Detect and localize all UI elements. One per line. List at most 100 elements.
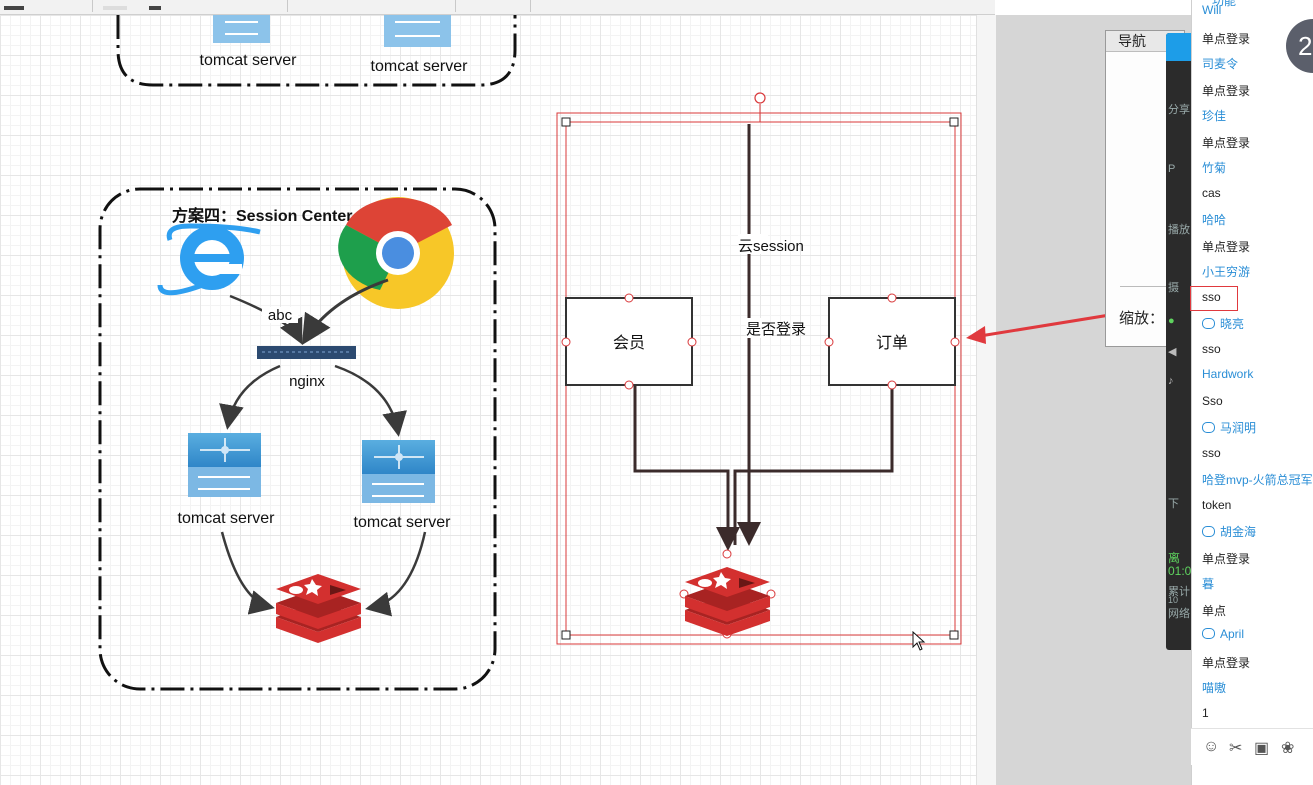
chat-message-text: sso bbox=[1202, 290, 1221, 304]
chat-sender-name[interactable]: April bbox=[1202, 627, 1244, 641]
edge-member-redis[interactable] bbox=[633, 386, 740, 551]
chat-sender-label: 胡金海 bbox=[1220, 525, 1257, 539]
ie-browser-icon[interactable] bbox=[157, 223, 261, 296]
toolbar-button[interactable] bbox=[149, 0, 161, 10]
chat-message-text: 单点登录 bbox=[1202, 656, 1251, 670]
chat-sender-label: 司麦令 bbox=[1202, 57, 1239, 71]
cloud-session-label: 云session bbox=[738, 238, 804, 255]
chat-sender-label: April bbox=[1220, 627, 1245, 641]
diagram: tomcat server tomcat server 方案四：Session … bbox=[98, 15, 962, 691]
tomcat-server-icon[interactable] bbox=[362, 440, 435, 503]
chat-sender-label: 暮 bbox=[1202, 577, 1215, 591]
redis-icon[interactable] bbox=[276, 574, 361, 643]
group-container-session-center[interactable] bbox=[98, 187, 497, 691]
smile-icon[interactable]: ☺ bbox=[1203, 738, 1220, 755]
speaker-icon[interactable]: ◀ bbox=[1168, 346, 1177, 358]
chat-message-text: token bbox=[1202, 498, 1232, 512]
status-text: 离 bbox=[1168, 551, 1181, 565]
chat-toolbar: ☺ ✂ ▣ ❀ bbox=[1191, 728, 1313, 765]
wechat-icon bbox=[1202, 628, 1215, 639]
zoom-label: 缩放： bbox=[1119, 310, 1165, 327]
chat-sender-name[interactable]: Hardwork bbox=[1202, 367, 1253, 381]
chat-sender-name[interactable]: 暮 bbox=[1202, 575, 1214, 592]
switch-icon[interactable] bbox=[213, 15, 270, 43]
group-title: 方案四：Session Center bbox=[172, 206, 353, 225]
chat-message-text: sso bbox=[1202, 342, 1221, 356]
chat-sender-name[interactable]: 晓亮 bbox=[1202, 315, 1244, 332]
nginx-label: nginx bbox=[289, 373, 325, 390]
chat-message-text: 单点登录 bbox=[1202, 552, 1251, 566]
chat-sender-label: 晓亮 bbox=[1220, 317, 1245, 331]
side-item[interactable]: 摄 bbox=[1168, 282, 1179, 294]
stat-text: 累计 bbox=[1168, 586, 1190, 598]
canvas-scrollbar[interactable] bbox=[976, 15, 997, 785]
chat-sender-label: 马润明 bbox=[1220, 421, 1257, 435]
group-container-top[interactable] bbox=[116, 15, 517, 87]
edge-nginx-server-right[interactable] bbox=[334, 364, 407, 437]
image-icon[interactable]: ▣ bbox=[1254, 740, 1270, 757]
chat-sender-label: 喵嗷 bbox=[1202, 681, 1227, 695]
music-icon[interactable]: ♪ bbox=[1168, 375, 1174, 387]
chat-sender-label: 哈登mvp-火箭总冠军 bbox=[1202, 473, 1313, 487]
scissors-icon[interactable]: ✂ bbox=[1229, 740, 1243, 757]
chat-message-text: cas bbox=[1202, 186, 1221, 200]
edge-nginx-server-left[interactable] bbox=[219, 364, 281, 430]
edge-server-redis-right[interactable] bbox=[365, 531, 427, 617]
toolbar bbox=[0, 0, 995, 15]
chat-sender-label: 哈哈 bbox=[1202, 213, 1227, 227]
chat-sender-name[interactable]: 喵嗷 bbox=[1202, 679, 1226, 696]
chat-sender-label: Hardwork bbox=[1202, 367, 1254, 381]
logged-in-label: 是否登录 bbox=[746, 321, 806, 338]
edge-chrome-nginx[interactable] bbox=[301, 278, 389, 346]
selection-outer-border bbox=[556, 112, 962, 645]
server-label: tomcat server bbox=[354, 514, 452, 531]
tomcat-server-icon[interactable] bbox=[188, 433, 261, 497]
toolbar-divider bbox=[92, 0, 93, 12]
switch-icon[interactable] bbox=[384, 15, 451, 47]
chat-sender-name[interactable]: 哈登mvp-火箭总冠军 bbox=[1202, 471, 1313, 488]
microphone-icon[interactable]: ● bbox=[1168, 315, 1175, 327]
diagram-canvas[interactable] bbox=[0, 15, 976, 785]
toolbar-button[interactable] bbox=[4, 0, 24, 10]
chat-sender-name[interactable]: 小王穷游 bbox=[1202, 263, 1250, 280]
chat-sender-name[interactable]: 马润明 bbox=[1202, 419, 1256, 436]
rotate-handle[interactable] bbox=[754, 92, 766, 104]
divider bbox=[1120, 286, 1182, 287]
toolbar-divider bbox=[455, 0, 456, 12]
chat-message-text: 单点登录 bbox=[1202, 240, 1251, 254]
chat-sender-label: 珍佳 bbox=[1202, 109, 1227, 123]
side-item[interactable]: P bbox=[1168, 163, 1176, 175]
order-box-label: 订单 bbox=[876, 334, 908, 352]
flower-icon[interactable]: ❀ bbox=[1281, 740, 1295, 757]
chat-message-text: 单点 bbox=[1202, 604, 1227, 618]
resize-handles[interactable] bbox=[561, 117, 959, 640]
chat-message-text: Sso bbox=[1202, 394, 1223, 408]
server-label: tomcat server bbox=[200, 52, 298, 69]
chat-message-text: sso bbox=[1202, 446, 1221, 460]
toolbar-button[interactable] bbox=[103, 0, 127, 10]
wechat-icon bbox=[1202, 526, 1215, 537]
chat-sender-name[interactable]: 哈哈 bbox=[1202, 211, 1226, 228]
logo-icon[interactable] bbox=[1166, 33, 1191, 61]
wechat-icon bbox=[1202, 422, 1215, 433]
side-item[interactable]: 播放 bbox=[1168, 224, 1190, 236]
server-label: tomcat server bbox=[178, 510, 276, 527]
chat-message-text: 单点登录 bbox=[1202, 84, 1251, 98]
chat-sender-name[interactable]: 司麦令 bbox=[1202, 55, 1238, 72]
chat-sender-name[interactable]: Will bbox=[1202, 3, 1221, 17]
edge-order-redis[interactable] bbox=[733, 386, 894, 545]
chat-sender-name[interactable]: 胡金海 bbox=[1202, 523, 1256, 540]
redis-icon[interactable] bbox=[685, 567, 770, 636]
chat-sender-name[interactable]: 竹菊 bbox=[1202, 159, 1226, 176]
chat-message-text: 单点登录 bbox=[1202, 136, 1251, 150]
server-label: tomcat server bbox=[371, 58, 469, 75]
highlight-box bbox=[1190, 286, 1238, 311]
share-button[interactable]: 分享 bbox=[1168, 104, 1190, 116]
edge-server-redis-left[interactable] bbox=[220, 531, 275, 615]
nginx-node[interactable] bbox=[257, 346, 356, 359]
chat-sender-label: 小王穷游 bbox=[1202, 265, 1251, 279]
side-item[interactable]: 下 bbox=[1168, 498, 1179, 510]
chat-sender-name[interactable]: 珍佳 bbox=[1202, 107, 1226, 124]
chrome-browser-icon[interactable] bbox=[338, 197, 454, 309]
stat-text: 10 bbox=[1168, 595, 1179, 605]
